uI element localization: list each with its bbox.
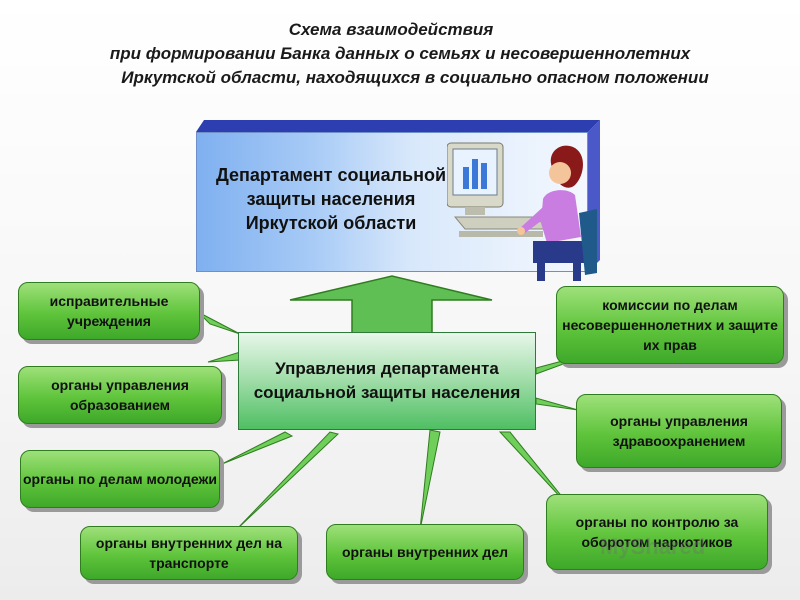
department-box: Департамент социальной защиты населения … bbox=[196, 120, 600, 281]
box-education: органы управления образованием bbox=[18, 366, 222, 424]
watermark: MyShared bbox=[600, 534, 706, 559]
box-education-label: органы управления образованием bbox=[51, 377, 189, 413]
box-transport-police: органы внутренних дел на транспорте bbox=[80, 526, 298, 580]
connector-police bbox=[419, 429, 441, 531]
title-line-3: Иркутской области, находящихся в социаль… bbox=[121, 68, 709, 87]
box-commissions: комиссии по делам несовершеннолетних и з… bbox=[556, 286, 784, 364]
box-health: органы управления здравоохранением bbox=[576, 394, 782, 468]
box-youth: органы по делам молодежи bbox=[20, 450, 220, 508]
department-box-top bbox=[196, 120, 600, 132]
box-drug-control: органы по контролю за оборотом наркотико… bbox=[546, 494, 768, 570]
box-transport-police-label: органы внутренних дел на транспорте bbox=[95, 535, 283, 571]
box-drug-control-label: органы по контролю за оборотом наркотико… bbox=[575, 514, 739, 550]
connector-health bbox=[535, 397, 579, 411]
title-line-1: Схема взаимодействия bbox=[288, 20, 494, 39]
box-youth-label: органы по делам молодежи bbox=[23, 471, 217, 487]
connector-education bbox=[207, 351, 241, 363]
department-text: Департамент социальной защиты населения … bbox=[215, 165, 447, 233]
connector-youth bbox=[221, 431, 294, 465]
title-block: Схема взаимодействия при формировании Ба… bbox=[0, 18, 800, 90]
title-line-2: при формировании Банка данных о семьях и… bbox=[109, 44, 691, 63]
box-police-label: органы внутренних дел bbox=[342, 544, 508, 560]
box-commissions-label: комиссии по делам несовершеннолетних и з… bbox=[562, 297, 778, 353]
box-correctional: исправительные учреждения bbox=[18, 282, 200, 340]
box-correctional-label: исправительные учреждения bbox=[49, 293, 169, 329]
center-text: Управления департамента социальной защит… bbox=[253, 359, 521, 402]
center-box: Управления департамента социальной защит… bbox=[238, 332, 536, 430]
box-police: органы внутренних дел bbox=[326, 524, 524, 580]
box-health-label: органы управления здравоохранением bbox=[610, 413, 748, 449]
connector-correctional bbox=[197, 311, 241, 335]
connector-drug bbox=[498, 431, 577, 515]
connector-transport bbox=[235, 431, 340, 531]
department-box-front: Департамент социальной защиты населения … bbox=[196, 132, 597, 281]
person-at-computer-icon bbox=[447, 142, 597, 281]
up-arrow bbox=[289, 275, 493, 335]
